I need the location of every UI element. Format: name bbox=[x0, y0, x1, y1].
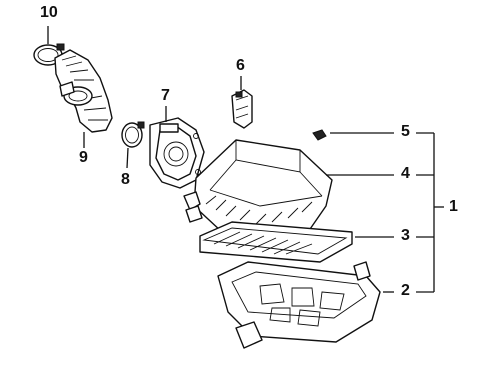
callout-6: 6 bbox=[236, 57, 245, 74]
air-cleaner-case-2 bbox=[217, 261, 381, 349]
callout-7: 7 bbox=[161, 87, 170, 104]
callout-5: 5 bbox=[401, 123, 410, 140]
clamp-8 bbox=[121, 121, 145, 148]
callout-3: 3 bbox=[401, 227, 410, 244]
air-cleaner-cover-4 bbox=[183, 139, 333, 247]
clip-5 bbox=[312, 129, 327, 141]
bracket-6 bbox=[231, 89, 253, 129]
callout-2: 2 bbox=[401, 282, 410, 299]
callout-10: 10 bbox=[40, 4, 58, 21]
callout-4: 4 bbox=[401, 165, 410, 182]
callout-8: 8 bbox=[121, 171, 130, 188]
air-flow-meter-7 bbox=[149, 117, 205, 189]
leader-lines bbox=[47, 26, 444, 293]
intake-duct-9 bbox=[54, 49, 113, 133]
callout-1: 1 bbox=[449, 198, 458, 215]
filter-element-3 bbox=[199, 221, 353, 263]
callout-9: 9 bbox=[79, 149, 88, 166]
